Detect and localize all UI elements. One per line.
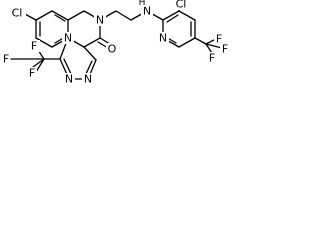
nitrogen-label-triazole-1: N: [65, 73, 73, 86]
amine-nitrogen-label: N: [143, 5, 151, 18]
structure-svg: Cl F F F N N N N: [1, 0, 230, 86]
nitrogen-atom-bridge: N: [94, 14, 106, 27]
fluorine-atom-6: F: [207, 52, 217, 65]
nitrogen-atom-triazole-1: N: [63, 73, 75, 86]
molecule-structure-diagram: Cl F F F N N N N: [0, 0, 232, 104]
amine-hydrogen-label: H: [139, 0, 146, 8]
nitrogen-label-pyridine: N: [159, 32, 167, 45]
oxygen-atom: O: [106, 43, 118, 56]
chlorine-label-right: Cl: [176, 0, 187, 11]
fluorine-atom-3: F: [27, 67, 37, 80]
fluorine-label-3: F: [29, 67, 35, 80]
chlorine-label-left: Cl: [12, 7, 23, 20]
fluorine-atom-1: F: [30, 40, 40, 53]
fluorine-atom-4: F: [214, 33, 224, 46]
amine-nh-group: N H: [137, 0, 153, 18]
nitrogen-label-bridge: N: [96, 14, 104, 27]
nitrogen-label-triazole-2: N: [84, 73, 92, 86]
nitrogen-label-quinoxaline: N: [64, 32, 72, 45]
chlorine-atom-left: Cl: [8, 6, 26, 20]
nitrogen-atom-pyridine: N: [157, 32, 169, 45]
fluorine-atom-5: F: [220, 43, 230, 56]
fluorine-label-2: F: [3, 53, 9, 66]
fluorine-atom-2: F: [1, 53, 11, 66]
fluorine-label-4: F: [216, 33, 222, 46]
nitrogen-atom-quinoxaline: N: [62, 32, 74, 45]
bond-lines: [22, 3, 223, 80]
chlorine-atom-right: Cl: [172, 0, 190, 11]
fluorine-label-5: F: [222, 43, 228, 56]
fluorine-label-6: F: [209, 52, 215, 65]
oxygen-label: O: [108, 43, 117, 56]
atom-labels: Cl F F F N N N N: [1, 0, 230, 86]
fluorine-label-1: F: [31, 40, 37, 53]
nitrogen-atom-triazole-2: N: [82, 73, 94, 86]
